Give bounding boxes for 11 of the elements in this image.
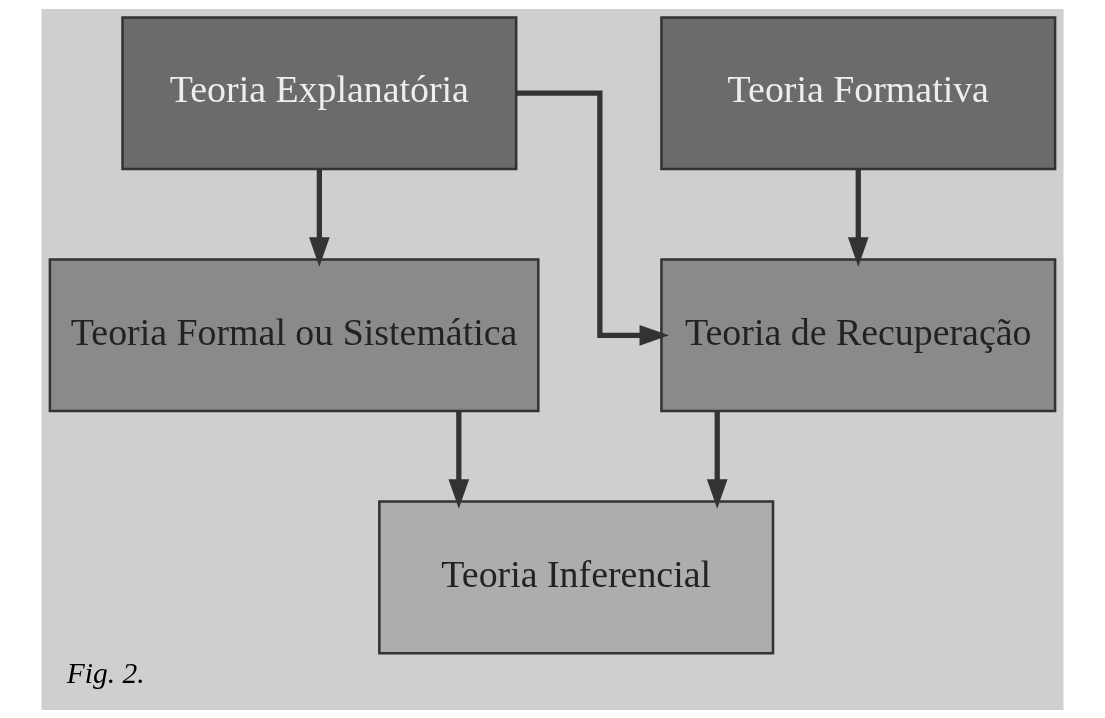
node-box: Teoria Inferencial xyxy=(378,499,775,654)
arrow xyxy=(706,410,728,509)
node-box: Teoria Explanatória xyxy=(121,15,518,170)
node-box: Teoria Formal ou Sistemática xyxy=(48,257,540,412)
arrow xyxy=(448,410,470,509)
node-box: Teoria de Recuperação xyxy=(660,257,1057,412)
node-box: Teoria Formativa xyxy=(660,15,1057,170)
arrow xyxy=(516,90,670,346)
caption: Fig. 2. xyxy=(66,656,145,689)
arrow xyxy=(309,168,330,267)
arrow xyxy=(847,168,869,267)
